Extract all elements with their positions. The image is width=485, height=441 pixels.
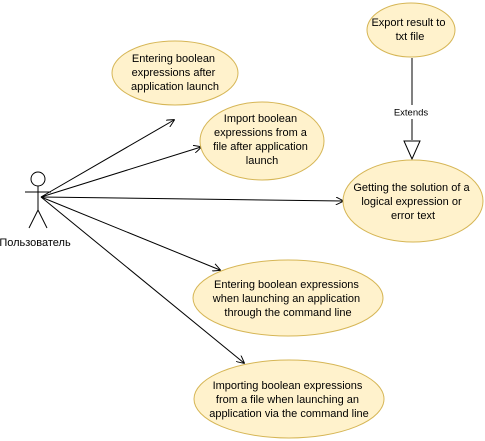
- actor-left-leg: [28, 209, 39, 229]
- actor: [25, 171, 51, 229]
- extends-label: Extends: [394, 108, 429, 119]
- use-case-uc5-shape: [193, 359, 385, 439]
- use-case-uc2-line-1: Import boolean: [224, 113, 297, 125]
- actor-label: Пользователь: [0, 237, 71, 249]
- use-case-uc3[interactable]: Getting the solution of a logical expres…: [342, 159, 484, 243]
- association-uc1: [40, 120, 174, 198]
- use-case-uc2-line-4: launch: [246, 155, 278, 167]
- use-case-uc3-shape: [342, 159, 484, 243]
- association-uc5: [40, 196, 244, 363]
- use-case-uc4-label: Entering boolean expressions when launch…: [212, 279, 363, 319]
- use-case-uc2-line-3: file after application: [213, 141, 308, 153]
- actor-head: [30, 171, 46, 187]
- use-case-uc6[interactable]: Export result to txt file: [366, 2, 456, 58]
- use-case-uc4-line-3: through the command line: [224, 307, 351, 319]
- association-uc4: [40, 196, 220, 270]
- use-case-uc3-line-1: Getting the solution of a: [353, 182, 470, 194]
- use-case-uc5-line-3: application via the command line: [209, 408, 369, 420]
- use-case-uc6-line-2: txt file: [396, 31, 425, 43]
- use-case-uc6-shape: [366, 2, 456, 58]
- use-case-uc4-line-2: when launching an application: [212, 293, 360, 305]
- use-case-uc1-shape: [111, 40, 239, 106]
- use-case-uc2-shape: [199, 101, 325, 181]
- extends-label-bg: [387, 105, 437, 119]
- use-case-uc2[interactable]: Import boolean expressions from a file a…: [199, 101, 325, 181]
- use-case-uc5-line-1: Importing boolean expressions: [213, 380, 363, 392]
- use-case-uc5-label: Importing boolean expressions from a fil…: [209, 380, 369, 420]
- association-lines: [40, 120, 343, 363]
- association-uc3: [40, 196, 343, 201]
- use-case-uc4-shape: [192, 259, 384, 337]
- actor-right-leg: [37, 209, 48, 229]
- use-case-uc5[interactable]: Importing boolean expressions from a fil…: [193, 359, 385, 439]
- use-case-uc4-line-1: Entering boolean expressions: [214, 279, 359, 291]
- extends-relation: Extends: [387, 58, 437, 161]
- use-case-uc6-label: Export result to txt file: [371, 17, 448, 43]
- use-case-uc1-label: Entering boolean expressions after appli…: [131, 53, 219, 93]
- use-case-uc1-line-3: application launch: [131, 81, 219, 93]
- use-case-uc1-line-2: expressions after: [132, 67, 216, 79]
- use-case-uc3-label: Getting the solution of a logical expres…: [353, 182, 472, 222]
- use-case-uc6-line-1: Export result to: [371, 17, 445, 29]
- use-case-uc5-line-2: from a file when launching an: [216, 394, 359, 406]
- association-uc2: [40, 147, 201, 198]
- use-case-uc3-line-2: logical expression or: [361, 196, 462, 208]
- use-case-uc2-label: Import boolean expressions from a file a…: [213, 113, 311, 167]
- use-case-uc1-line-1: Entering boolean: [132, 53, 215, 65]
- use-case-uc3-line-3: error text: [391, 210, 435, 222]
- use-case-uc2-line-2: expressions from a: [214, 127, 308, 139]
- extends-arrowhead: [403, 140, 421, 161]
- use-case-uc4[interactable]: Entering boolean expressions when launch…: [192, 259, 384, 337]
- use-case-uc1[interactable]: Entering boolean expressions after appli…: [111, 40, 239, 106]
